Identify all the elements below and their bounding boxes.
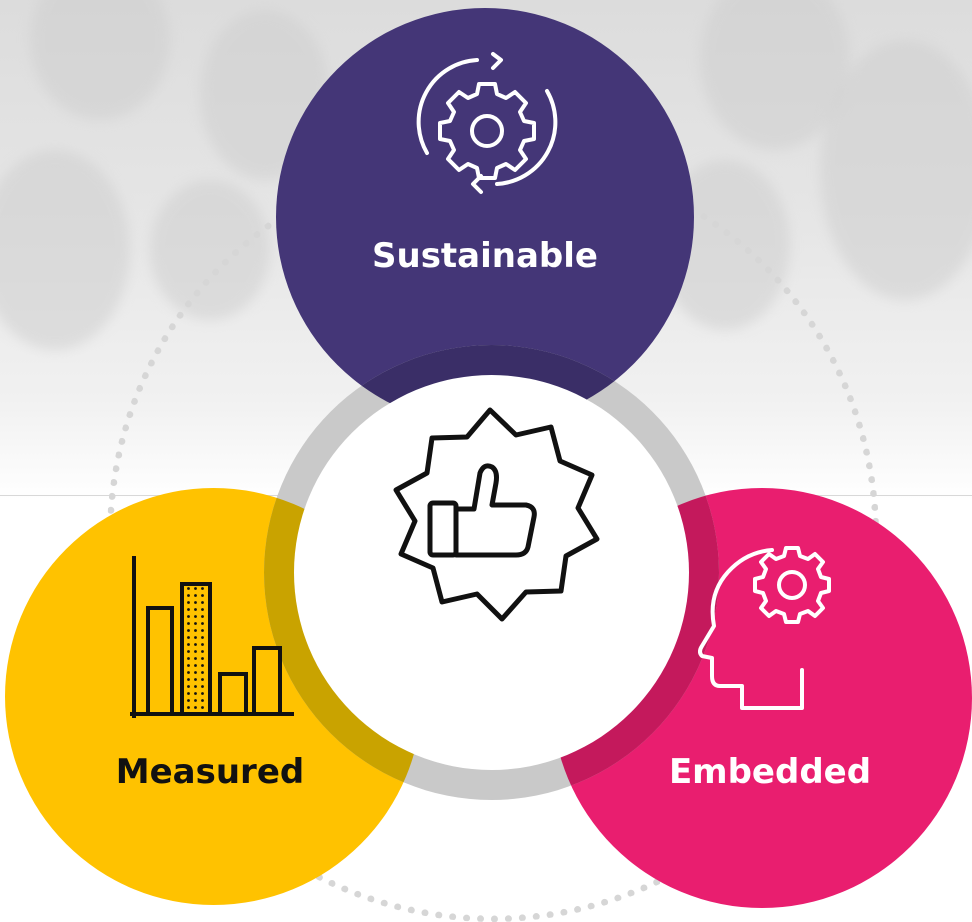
head-gear-icon: [698, 546, 831, 710]
thumbs-up-badge-icon: [393, 407, 600, 622]
center-disc: [294, 375, 689, 770]
gear-cycle-icon: [416, 52, 558, 194]
sustainable-label: Sustainable: [372, 236, 598, 276]
bar-chart-icon: [130, 556, 294, 718]
measured-label: Measured: [115, 752, 305, 792]
embedded-label: Embedded: [668, 752, 872, 792]
